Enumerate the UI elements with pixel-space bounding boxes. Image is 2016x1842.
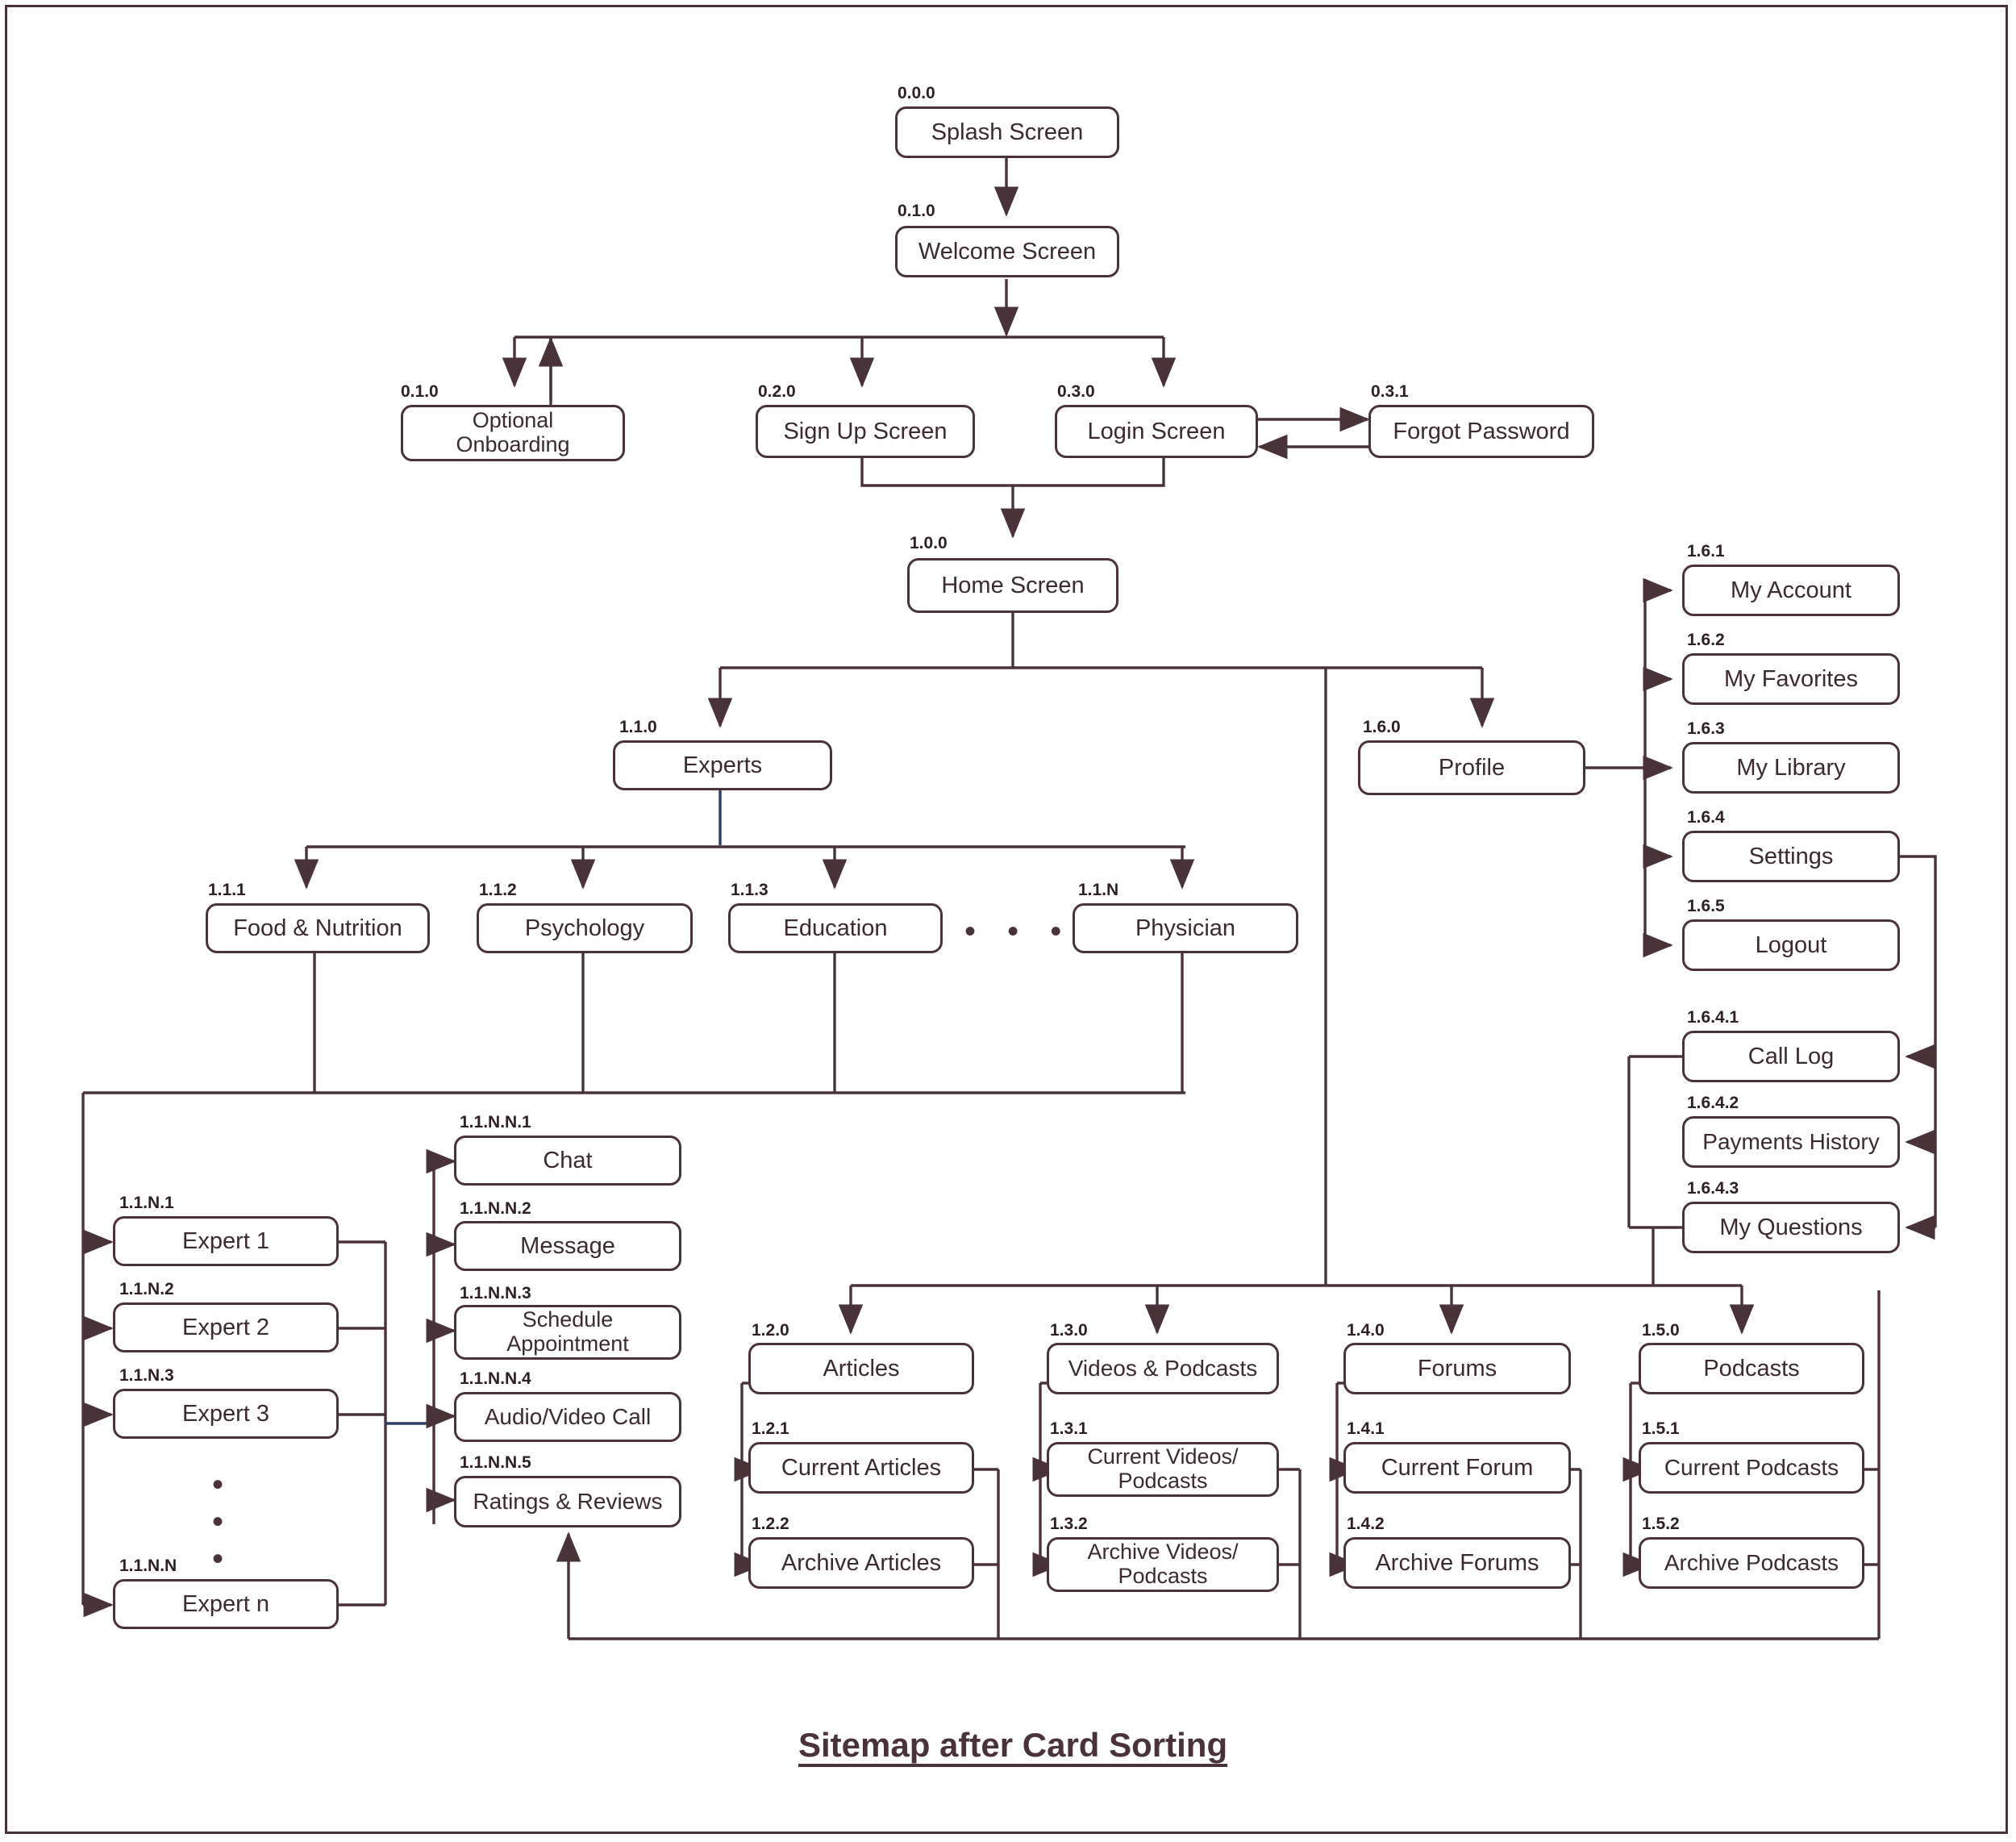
node-id-currentArticles: 1.2.1	[752, 1419, 789, 1438]
node-expert-3[interactable]: Expert 3	[113, 1389, 339, 1439]
node-current-forum[interactable]: Current Forum	[1343, 1442, 1571, 1494]
node-id-expert1: 1.1.N.1	[119, 1194, 174, 1212]
node-id-onboarding: 0.1.0	[401, 382, 439, 401]
node-sign-up-screen[interactable]: Sign Up Screen	[756, 405, 975, 458]
node-id-myAccount: 1.6.1	[1687, 542, 1725, 561]
node-id-education: 1.1.3	[731, 881, 768, 899]
node-chat[interactable]: Chat	[454, 1136, 681, 1186]
node-id-podcasts: 1.5.0	[1642, 1321, 1680, 1340]
node-id-chat: 1.1.N.N.1	[460, 1113, 531, 1131]
node-id-avcall: 1.1.N.N.4	[460, 1369, 531, 1388]
node-splash-screen[interactable]: Splash Screen	[895, 106, 1119, 158]
node-message[interactable]: Message	[454, 1221, 681, 1271]
node-id-archiveForums: 1.4.2	[1347, 1515, 1385, 1533]
node-my-favorites[interactable]: My Favorites	[1682, 653, 1900, 705]
node-ratings-and-reviews[interactable]: Ratings & Reviews	[454, 1476, 681, 1527]
node-id-currentForum: 1.4.1	[1347, 1419, 1385, 1438]
node-id-videosPodcasts: 1.3.0	[1050, 1321, 1088, 1340]
node-id-currentVideos: 1.3.1	[1050, 1419, 1088, 1438]
node-forums[interactable]: Forums	[1343, 1343, 1571, 1394]
node-id-schedule: 1.1.N.N.3	[460, 1284, 531, 1302]
node-expert-n[interactable]: Expert n	[113, 1579, 339, 1629]
node-id-forgot: 0.3.1	[1371, 382, 1409, 401]
node-id-message: 1.1.N.N.2	[460, 1199, 531, 1218]
node-podcasts[interactable]: Podcasts	[1639, 1343, 1864, 1394]
diagram-title: Sitemap after Card Sorting	[798, 1726, 1228, 1764]
node-id-physician: 1.1.N	[1078, 881, 1119, 899]
node-audio-video-call[interactable]: Audio/Video Call	[454, 1392, 681, 1442]
node-id-articles: 1.2.0	[752, 1321, 789, 1340]
node-call-log[interactable]: Call Log	[1682, 1031, 1900, 1082]
node-current-videos-podcasts[interactable]: Current Videos/ Podcasts	[1047, 1442, 1279, 1497]
node-current-podcasts[interactable]: Current Podcasts	[1639, 1442, 1864, 1494]
node-experts[interactable]: Experts	[613, 740, 832, 790]
node-id-forums: 1.4.0	[1347, 1321, 1385, 1340]
node-schedule-appointment[interactable]: Schedule Appointment	[454, 1305, 681, 1360]
node-id-myQuestions: 1.6.4.3	[1687, 1179, 1739, 1198]
node-welcome-screen[interactable]: Welcome Screen	[895, 226, 1119, 277]
node-expert-1[interactable]: Expert 1	[113, 1216, 339, 1266]
node-profile[interactable]: Profile	[1358, 740, 1585, 795]
node-id-expert3: 1.1.N.3	[119, 1366, 174, 1385]
node-current-articles[interactable]: Current Articles	[748, 1442, 974, 1494]
node-food-and-nutrition[interactable]: Food & Nutrition	[206, 903, 430, 953]
node-id-welcome: 0.1.0	[898, 202, 935, 220]
node-id-food: 1.1.1	[208, 881, 246, 899]
node-videos-and-podcasts[interactable]: Videos & Podcasts	[1047, 1343, 1279, 1394]
node-id-psychology: 1.1.2	[479, 881, 517, 899]
node-home-screen[interactable]: Home Screen	[907, 558, 1118, 613]
node-id-myFavorites: 1.6.2	[1687, 631, 1725, 649]
node-id-splash: 0.0.0	[898, 84, 935, 102]
node-id-paymentsHistory: 1.6.4.2	[1687, 1094, 1739, 1112]
node-id-settings: 1.6.4	[1687, 808, 1725, 827]
node-id-experts: 1.1.0	[619, 718, 657, 736]
node-education[interactable]: Education	[728, 903, 943, 953]
ellipsis-dot-3: •	[212, 1541, 235, 1577]
node-id-archiveVideos: 1.3.2	[1050, 1515, 1088, 1533]
node-optional-onboarding[interactable]: Optional Onboarding	[401, 405, 625, 461]
node-my-library[interactable]: My Library	[1682, 742, 1900, 794]
node-id-archivePodcasts: 1.5.2	[1642, 1515, 1680, 1533]
node-login-screen[interactable]: Login Screen	[1055, 405, 1258, 458]
node-logout[interactable]: Logout	[1682, 919, 1900, 971]
node-id-archiveArticles: 1.2.2	[752, 1515, 789, 1533]
node-id-expert2: 1.1.N.2	[119, 1280, 174, 1298]
expert-list-ellipsis: • • •	[212, 1466, 235, 1577]
expert-categories-ellipsis: • • •	[964, 914, 1073, 949]
ellipsis-dot-2: •	[212, 1504, 235, 1540]
node-id-expertn: 1.1.N.N	[119, 1557, 177, 1575]
node-my-account[interactable]: My Account	[1682, 565, 1900, 616]
node-archive-forums[interactable]: Archive Forums	[1343, 1537, 1571, 1589]
node-expert-2[interactable]: Expert 2	[113, 1302, 339, 1352]
node-payments-history[interactable]: Payments History	[1682, 1116, 1900, 1168]
node-id-profile: 1.6.0	[1363, 718, 1401, 736]
node-physician[interactable]: Physician	[1073, 903, 1298, 953]
node-id-ratings: 1.1.N.N.5	[460, 1453, 531, 1472]
node-id-signup: 0.2.0	[758, 382, 796, 401]
ellipsis-dot-1: •	[212, 1467, 235, 1502]
node-my-questions[interactable]: My Questions	[1682, 1202, 1900, 1253]
node-id-myLibrary: 1.6.3	[1687, 719, 1725, 738]
node-archive-podcasts[interactable]: Archive Podcasts	[1639, 1537, 1864, 1589]
node-id-callLog: 1.6.4.1	[1687, 1008, 1739, 1027]
page-border	[5, 5, 2008, 1834]
node-settings[interactable]: Settings	[1682, 831, 1900, 882]
node-articles[interactable]: Articles	[748, 1343, 974, 1394]
node-archive-articles[interactable]: Archive Articles	[748, 1537, 974, 1589]
node-psychology[interactable]: Psychology	[477, 903, 693, 953]
node-forgot-password[interactable]: Forgot Password	[1368, 405, 1594, 458]
node-id-login: 0.3.0	[1057, 382, 1095, 401]
node-id-logout: 1.6.5	[1687, 897, 1725, 915]
node-id-home: 1.0.0	[910, 534, 948, 552]
node-archive-videos-podcasts[interactable]: Archive Videos/ Podcasts	[1047, 1537, 1279, 1592]
node-id-currentPodcasts: 1.5.1	[1642, 1419, 1680, 1438]
